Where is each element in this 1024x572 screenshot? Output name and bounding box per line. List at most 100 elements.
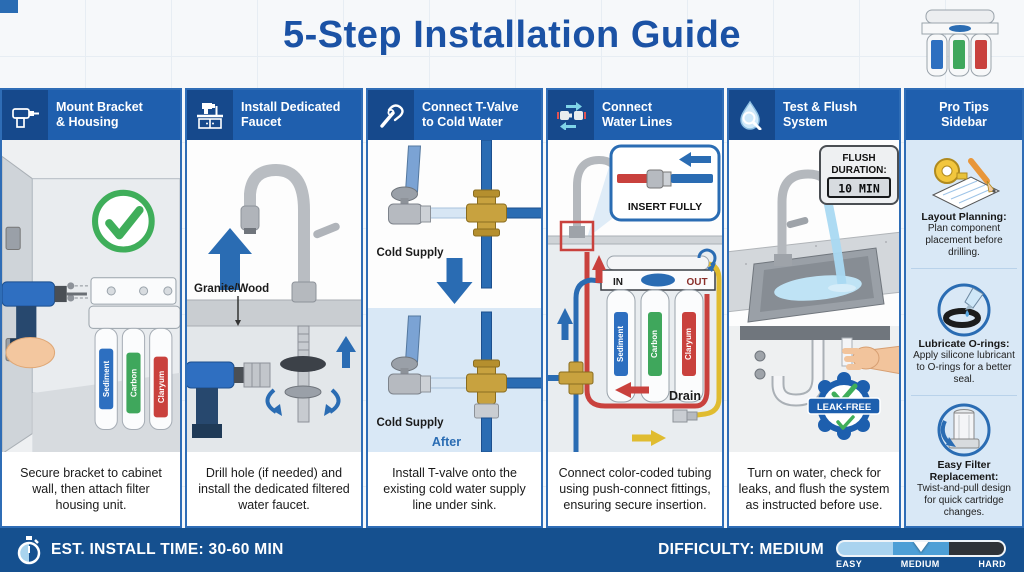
- highlight-box: [559, 220, 595, 252]
- insert-fully-label: INSERT FULLY: [628, 201, 702, 213]
- cartridge-label-carbon: Carbon: [650, 330, 659, 358]
- step-5-illustration: FLUSH DURATION: 10 MIN: [729, 140, 899, 452]
- check-badge: [92, 189, 155, 253]
- surface-label: Granite/Wood: [194, 283, 269, 295]
- tape-measure-pencil-icon: [931, 158, 1001, 210]
- step-1-illustration: Sediment Carbon Claryum: [2, 140, 180, 452]
- step-1-header: Mount Bracket& Housing: [2, 90, 180, 140]
- flush-duration-box: FLUSH DURATION: 10 MIN: [819, 145, 899, 205]
- tip-title: Lubricate O-rings:: [918, 338, 1010, 351]
- step-5-caption: Turn on water, check for leaks, and flus…: [738, 465, 890, 513]
- before-scene: Cold Supply: [377, 140, 541, 289]
- hard-label: HARD: [978, 558, 1006, 569]
- drill-hole-saw: [187, 361, 271, 438]
- brand-logo: [641, 273, 675, 287]
- page-title: 5-Step Installation Guide: [283, 14, 741, 56]
- faucet-shank-hardware: [265, 325, 356, 423]
- install-time: EST. INSTALL TIME: 30-60 MIN: [0, 535, 284, 565]
- flush-duration-value: 10 MIN: [838, 182, 880, 196]
- medium-label: MEDIUM: [900, 558, 940, 569]
- step-3-illustration: Cold Supply: [368, 140, 541, 452]
- stopwatch-icon: [17, 535, 41, 564]
- tubing: [548, 252, 722, 452]
- after-label: After: [432, 435, 461, 449]
- tip-title: Easy Filter Replacement:: [929, 459, 999, 484]
- in-label: IN: [613, 277, 623, 288]
- brass-tee: [558, 361, 594, 395]
- step-1-title: Mount Bracket& Housing: [56, 100, 143, 129]
- filter-product-image: [921, 9, 999, 77]
- leak-free-badge: LEAK-FREE: [807, 372, 881, 440]
- cartridge-label-sediment: Sediment: [102, 360, 111, 397]
- easy-segment: [838, 541, 894, 555]
- cartridge-label-carbon: Carbon: [130, 369, 139, 397]
- step-2-caption: Drill hole (if needed) and install the d…: [198, 465, 350, 513]
- down-arrow: [436, 258, 473, 304]
- water-drop-magnifier-icon: [729, 90, 775, 140]
- product-cartridges: [926, 33, 992, 77]
- push-fittings-icon: [548, 90, 594, 140]
- cartridge-label-claryum: Claryum: [157, 371, 166, 403]
- step-4-illustration: INSERT FULLY IN OUT Sedim: [548, 140, 722, 452]
- tip-text: Plan component placement before drilling…: [925, 223, 1003, 258]
- drain-label: Drain: [669, 389, 701, 403]
- cold-supply-label-after: Cold Supply: [377, 417, 445, 429]
- drill-cabinet-icon: [187, 90, 233, 140]
- tip-text: Apply silicone lubricant to O-rings for …: [913, 350, 1015, 385]
- faucet: [240, 163, 340, 303]
- push-fit-adapter: [474, 403, 499, 419]
- step-1-column: Mount Bracket& Housing: [0, 88, 182, 528]
- water-stream: [823, 201, 847, 285]
- flow-arrows: [557, 248, 717, 446]
- oring-lubricant-icon: [937, 283, 991, 337]
- up-arrow: [208, 228, 252, 290]
- corner-decoration: [0, 0, 18, 13]
- tip-layout-planning: Layout Planning: Plan component placemen…: [911, 144, 1017, 269]
- difficulty-pointer: [913, 541, 929, 552]
- footer-bar: EST. INSTALL TIME: 30-60 MIN DIFFICULTY:…: [0, 528, 1024, 572]
- mounting-bracket: [67, 277, 177, 305]
- hard-segment: [948, 541, 1004, 555]
- insert-fully-inset: INSERT FULLY: [609, 144, 721, 222]
- difficulty-meter: EASY MEDIUM HARD: [836, 532, 1006, 569]
- filter-twist-icon: [937, 403, 991, 457]
- tip-text: Twist-and-pull design for quick cartridg…: [917, 483, 1011, 518]
- flush-label-line2: DURATION:: [831, 165, 886, 176]
- difficulty-scale-labels: EASY MEDIUM HARD: [836, 559, 1006, 569]
- step-3-caption: Install T-valve onto the existing cold w…: [383, 465, 526, 513]
- step-4-caption: Connect color-coded tubing using push-co…: [558, 465, 712, 513]
- drill-icon: [2, 90, 48, 140]
- step-1-caption: Secure bracket to cabinet wall, then att…: [20, 465, 162, 513]
- filter-housing: Sediment Carbon Claryum: [88, 305, 180, 431]
- tip-title: Layout Planning:: [921, 211, 1007, 224]
- easy-label: EASY: [836, 558, 863, 569]
- step-2-illustration: Granite/Wood: [187, 140, 361, 452]
- out-label: OUT: [686, 277, 707, 288]
- filter-unit: IN OUT Sediment Carbon Claryum: [600, 255, 716, 403]
- difficulty-bar: [836, 539, 1006, 557]
- cold-supply-label-before: Cold Supply: [377, 247, 445, 259]
- step-columns: Mount Bracket& Housing: [0, 88, 1024, 528]
- cartridge-label-claryum: Claryum: [684, 328, 693, 360]
- flush-label-line1: FLUSH: [842, 153, 875, 164]
- after-scene: Cold Supply After: [377, 311, 541, 452]
- install-time-label: EST. INSTALL TIME: 30-60 MIN: [51, 541, 284, 558]
- drill-tool: [2, 281, 87, 369]
- leak-free-label: LEAK-FREE: [817, 402, 871, 413]
- pipe-wrench-icon: [368, 90, 414, 140]
- difficulty-label: DIFFICULTY: MEDIUM: [658, 541, 824, 558]
- under-sink-check: [740, 326, 899, 407]
